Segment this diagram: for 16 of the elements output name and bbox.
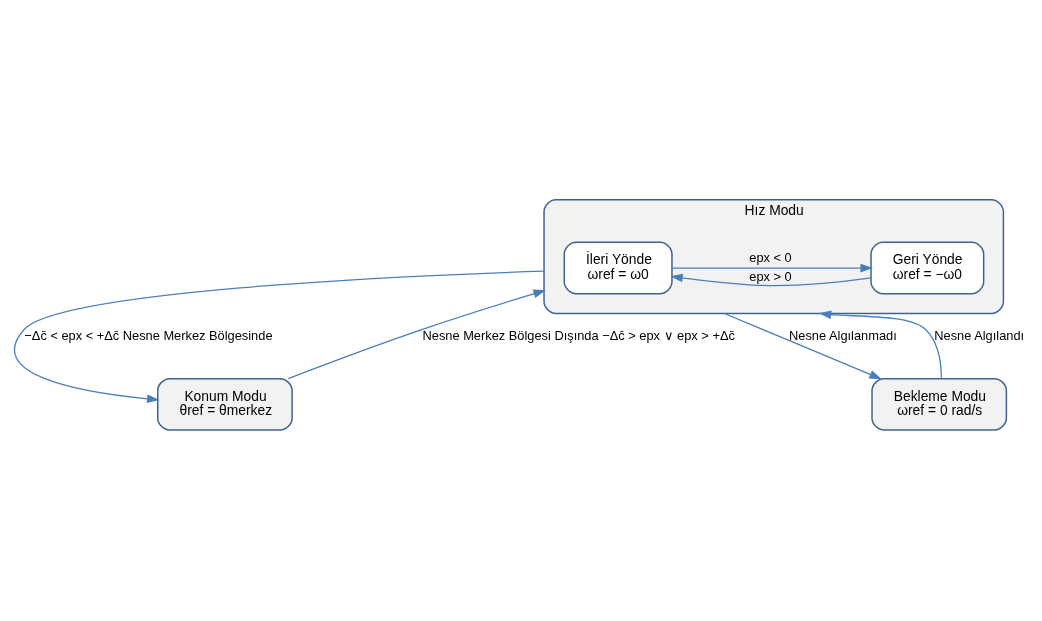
arrow (818, 309, 942, 379)
arrow (723, 312, 882, 379)
node-box: İleri Yönde ωref = ω0 (563, 241, 673, 294)
node-box: Bekleme Modu ωref = 0 rad/s (871, 377, 1008, 431)
edge-label: Nesne Merkez Bölgesi Dışında −Δc̄ > epx ∨ epx > +Δc̄ (422, 327, 735, 343)
edge-label: Nesne Algılanmadı (789, 327, 897, 343)
node-box: Konum Modu θref = θmerkez (157, 377, 293, 431)
arrow (13, 269, 545, 403)
arrow (670, 273, 872, 286)
node-box: Geri Yönde ωref = −ω0 (870, 241, 985, 294)
edge-label: Nesne Algılandı (934, 327, 1025, 343)
arrow (287, 289, 546, 379)
edge-label: epx > 0 (749, 268, 792, 284)
edge-label: −Δc̄ < epx < +Δc̄ Nesne Merkez Bölgesinde (24, 327, 273, 343)
arrow (671, 263, 873, 272)
edge-label: epx < 0 (749, 249, 792, 264)
